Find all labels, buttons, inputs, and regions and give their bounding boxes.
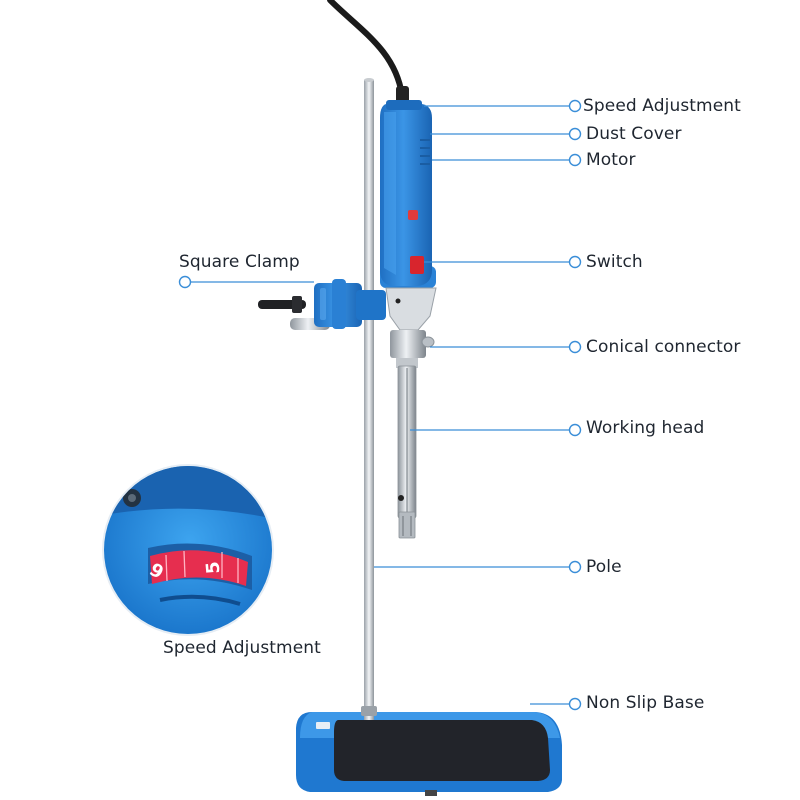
pole [364, 80, 374, 720]
dial-number-5: 5 [202, 560, 224, 574]
zoom-inset-icon: 6 5 [102, 464, 274, 636]
non-slip-base [296, 712, 562, 796]
label-speed-adjustment: Speed Adjustment [583, 96, 741, 116]
power-cord-icon [327, 0, 405, 98]
label-motor: Motor [586, 150, 636, 170]
pole-foot [361, 706, 377, 716]
switch-button [410, 256, 424, 274]
conical-connector [385, 287, 437, 358]
motor-housing [380, 100, 432, 286]
leader-endpoints [178, 99, 582, 711]
label-non-slip-base: Non Slip Base [586, 693, 705, 713]
speed-dial-marker [408, 210, 418, 220]
label-switch: Switch [586, 252, 643, 272]
label-dust-cover: Dust Cover [586, 124, 682, 144]
square-clamp [258, 266, 436, 330]
label-conical-connector: Conical connector [586, 337, 741, 357]
working-head [396, 358, 418, 539]
label-working-head: Working head [586, 418, 705, 438]
pole-cap [364, 78, 374, 82]
label-pole: Pole [586, 557, 622, 577]
label-square-clamp: Square Clamp [179, 252, 300, 272]
label-speed-adjustment-inset: Speed Adjustment [163, 638, 321, 658]
speed-dial-wheel [150, 550, 248, 586]
leader-lines [191, 105, 569, 705]
